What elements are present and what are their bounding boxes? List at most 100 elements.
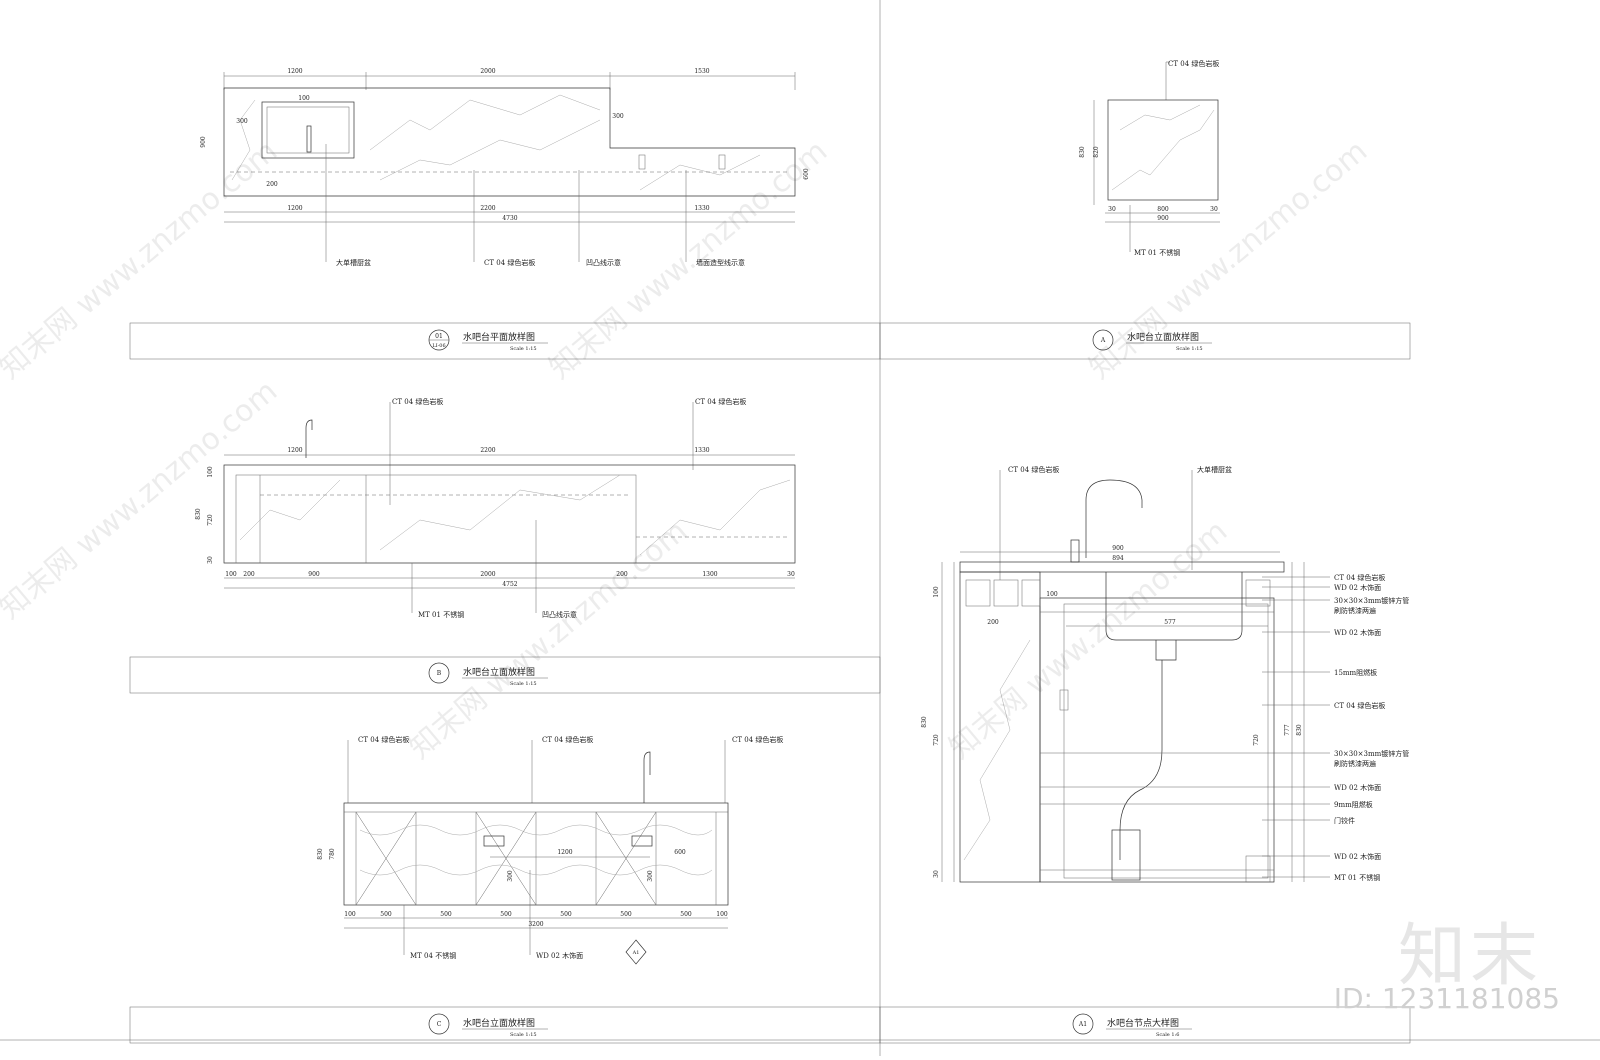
pA1-sink-bowl: [1105, 572, 1243, 641]
pA1-label-top-left: CT 04 绿色岩板: [1008, 465, 1059, 474]
pA1-title-bar: [879, 1006, 1411, 1044]
p01-counter-outline: [223, 87, 796, 197]
pB-dim-top-3: 1330: [694, 447, 709, 454]
pA1-dim-inner-4: 720: [1253, 734, 1260, 746]
brand-id: ID: 1231181085: [1333, 982, 1560, 1015]
pA-title: 水吧台立面放样图: [1127, 331, 1199, 343]
pA1-faucet: [1085, 479, 1143, 558]
pA1-label-right-1: CT 04 绿色岩板: [1334, 573, 1385, 582]
pB-dim-bottom-4: 2000: [480, 571, 495, 578]
p01-dim-left: 900: [200, 136, 207, 148]
p01-faucet: [306, 125, 312, 153]
pB-label-bottom-2: 凹凸线示意: [542, 610, 577, 619]
pC-dim-inner-4: 300: [647, 870, 654, 882]
pB-dim-bottom-7: 30: [787, 571, 795, 578]
pA1-dim-right-2: 830: [1296, 724, 1303, 736]
pA1-label-right-10: WD 02 木饰面: [1334, 783, 1381, 792]
pC-title: 水吧台立面放样图: [463, 1017, 535, 1029]
pA1-cabinet: [1039, 597, 1275, 883]
pA-tag: A: [1100, 337, 1106, 344]
pB-title-bar: [129, 656, 881, 694]
pA1-label-right-4: 刷防锈漆两遍: [1334, 606, 1376, 615]
p01-dim-right: 600: [803, 168, 810, 180]
pC-label-top-3: CT 04 绿色岩板: [732, 735, 783, 744]
pA1-dim-top-2: 894: [1112, 555, 1124, 562]
p01-dim-top-2: 2000: [480, 68, 495, 75]
pA1-label-right-9: 刷防锈漆两遍: [1334, 759, 1376, 768]
p01-label-groove: 凹凸线示意: [586, 258, 621, 267]
pA-dim-bottom-3: 30: [1210, 206, 1218, 213]
pA1-label-right-6: 15mm阻燃板: [1334, 668, 1377, 677]
watermark-4: 知末网 www.znzmo.com: [0, 374, 284, 626]
pB-dim-bottom-1: 100: [225, 571, 237, 578]
pA1-scale: Scale 1:6: [1156, 1032, 1179, 1038]
pA1-label-right-12: 门铰件: [1334, 816, 1355, 825]
pC-label-top-2: CT 04 绿色岩板: [542, 735, 593, 744]
pA1-dim-left-4: 30: [933, 870, 940, 878]
pA1-dim-left-2: 830: [921, 716, 928, 728]
pA-tag-circle: [1092, 329, 1114, 351]
pC-dim-bottom-7: 500: [680, 911, 692, 918]
pC-dim-bottom-1: 100: [344, 911, 356, 918]
pB-dim-left-1: 100: [207, 466, 214, 478]
pC-dim-bottom-8: 100: [716, 911, 728, 918]
pB-counter: [223, 464, 796, 564]
pA1-label-right-13: WD 02 木饰面: [1334, 852, 1381, 861]
pC-tag-circle: [428, 1013, 450, 1035]
pC-label-top-1: CT 04 绿色岩板: [358, 735, 409, 744]
p01-dim-inner-1: 100: [298, 95, 310, 102]
pC-dim-left-1: 830: [317, 848, 324, 860]
pB-tag: B: [437, 670, 442, 677]
pA1-dim-right-1: 777: [1284, 724, 1291, 736]
pB-label-top-1: CT 04 绿色岩板: [392, 397, 443, 406]
pA1-dim-inner-1: 100: [1046, 591, 1058, 598]
pB-dim-top-1: 1200: [287, 447, 302, 454]
p01-dim-top-1: 1200: [287, 68, 302, 75]
pC-dim-inner-2: 600: [674, 849, 686, 856]
p01-dim-inner-3: 200: [266, 181, 278, 188]
p01-label-wall: 墙面造型线示意: [696, 258, 745, 267]
pB-label-top-2: CT 04 绿色岩板: [695, 397, 746, 406]
pA1-label-right-8: 30×30×3mm镀锌方管: [1334, 749, 1409, 758]
p01-dim-bottom-2: 2200: [480, 205, 495, 212]
watermark-5: 知末网 www.znzmo.com: [403, 514, 694, 766]
p01-dim-bottom-1: 1200: [287, 205, 302, 212]
pA-dim-total: 900: [1157, 215, 1169, 222]
pA1-label-right-11: 9mm阻燃板: [1334, 800, 1373, 809]
watermark-3: 知末网 www.znzmo.com: [1083, 134, 1374, 386]
p01-title: 水吧台平面放样图: [463, 331, 535, 343]
brand-logo-text: 知末: [1397, 917, 1542, 996]
pB-dim-bottom-6: 1300: [702, 571, 717, 578]
pA1-dim-left-3: 720: [933, 734, 940, 746]
pA1-label-top-right: 大单槽厨盆: [1197, 465, 1232, 474]
pA-block: [1107, 99, 1219, 201]
pB-dim-top-2: 2200: [480, 447, 495, 454]
panel-A-elevation: CT 04 绿色岩板 830 820 30 800 30 900 MT 01 不…: [879, 59, 1411, 360]
watermark-1: 知末网 www.znzmo.com: [0, 134, 284, 386]
pA-dim-bottom-2: 800: [1157, 206, 1169, 213]
pC-dim-inner-1: 1200: [557, 849, 572, 856]
pA1-title: 水吧台节点大样图: [1107, 1017, 1179, 1029]
pA1-label-right-7: CT 04 绿色岩板: [1334, 701, 1385, 710]
p01-dim-inner-4: 300: [612, 113, 624, 120]
pB-dim-total: 4752: [502, 581, 517, 588]
pB-dim-left-4: 30: [207, 556, 214, 564]
pC-dim-bottom-5: 500: [560, 911, 572, 918]
pA1-dim-inner-2: 200: [987, 619, 999, 626]
pA1-label-right-2: WD 02 木饰面: [1334, 583, 1381, 592]
panel-01-plan: 1200 2000 1530 100 300 200 300 900 600 1…: [129, 68, 881, 360]
p01-sink: [261, 101, 355, 159]
pC-label-bottom-2: WD 02 木饰面: [536, 951, 583, 960]
pA-label-top: CT 04 绿色岩板: [1168, 59, 1219, 68]
p01-dim-bottom-3: 1330: [694, 205, 709, 212]
pA1-label-right-14: MT 01 不锈钢: [1334, 873, 1380, 882]
p01-label-sink: 大单槽厨盆: [336, 258, 371, 267]
pC-tag: C: [437, 1021, 442, 1028]
pA1-label-right-5: WD 02 木饰面: [1334, 628, 1381, 637]
p01-dim-total: 4730: [502, 215, 517, 222]
pB-label-bottom-1: MT 01 不锈钢: [418, 610, 464, 619]
pC-dim-bottom-3: 500: [440, 911, 452, 918]
pC-dim-bottom-4: 500: [500, 911, 512, 918]
